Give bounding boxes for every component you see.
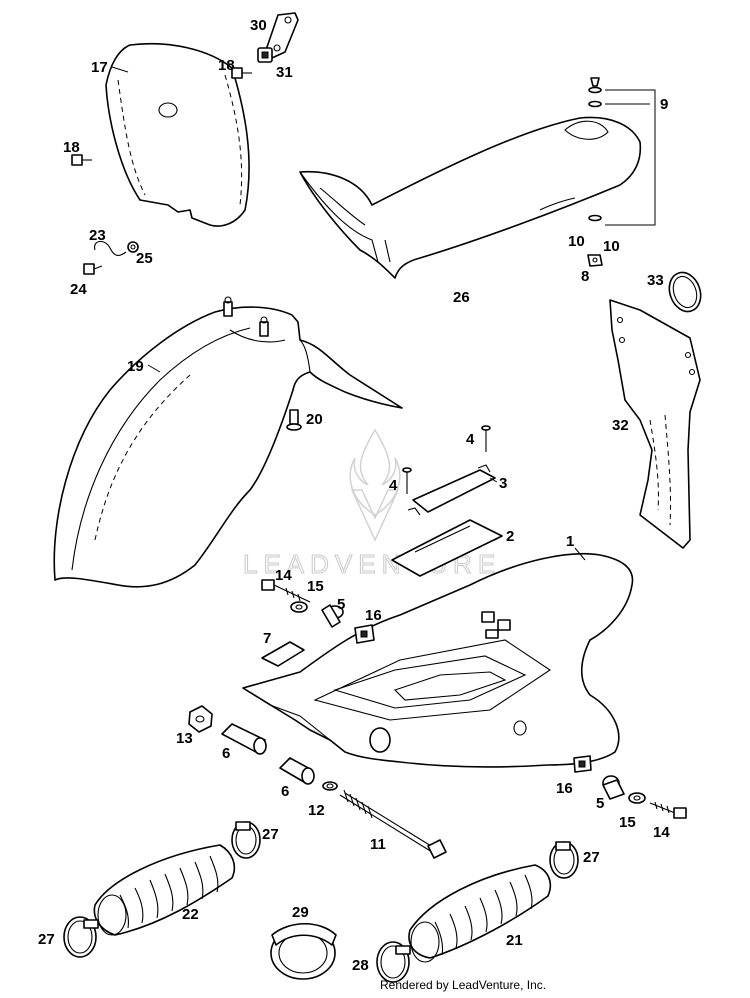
callout-14-upper: 14 [275,567,292,584]
part-4-screw-lower [402,467,412,494]
part-14-bolt-lower [649,801,687,819]
callout-15-upper: 15 [307,578,324,595]
part-18-screw-upper [231,67,252,79]
callout-33: 33 [647,272,664,289]
callout-19: 19 [127,358,144,375]
part-9-seat-hardware [588,77,602,222]
part-4-screw-upper [481,425,491,452]
part-19-front-fender [53,296,403,588]
callout-8: 8 [581,268,589,285]
callout-26: 26 [453,289,470,306]
callout-9: 9 [660,96,668,113]
callout-32: 32 [612,417,629,434]
callout-4-upper: 4 [466,431,475,448]
callout-21: 21 [506,932,523,949]
part-23-strap [94,240,127,257]
part-29-rubber-ring [270,923,337,980]
part-2-pad [391,519,503,577]
callout-27-lower-left: 27 [38,931,55,948]
callout-5-lower: 5 [596,795,604,812]
part-33-clamp [668,271,702,313]
callout-31: 31 [276,64,293,81]
part-27-clamp-lower-left [63,916,99,958]
part-13-nut [188,705,213,733]
part-6-spacer-lower [279,757,315,785]
watermark: LEADVENTURE [243,428,496,580]
callout-22: 22 [182,906,199,923]
part-8-seat-clip [587,254,603,267]
callout-6-upper: 6 [222,745,230,762]
callout-20: 20 [306,411,323,428]
callout-7: 7 [263,630,271,647]
part-31-clip-nut [257,47,273,63]
callout-11: 11 [370,836,386,853]
part-16-clip-upper [354,624,375,644]
part-17-number-plate [105,42,250,227]
part-1-rear-fender [242,552,634,768]
callout-27-upper-left: 27 [262,826,279,843]
callout-6-lower: 6 [281,783,289,800]
footer-credit: Rendered by LeadVenture, Inc. [380,978,547,992]
part-12-washer [322,781,338,791]
part-24-screw [83,263,103,275]
callout-18-left: 18 [63,139,80,156]
part-28-clamp [376,941,411,983]
callout-18-upper: 18 [218,57,235,74]
callout-14-lower: 14 [653,824,670,841]
callout-23: 23 [89,227,106,244]
part-21-boot-right [408,864,552,963]
callout-labels: 1 2 3 4 4 5 5 6 6 7 8 9 10 10 11 12 13 1… [38,17,670,974]
part-7-pad [261,641,305,667]
callout-1: 1 [566,533,574,550]
callout-16-lower: 16 [556,780,573,797]
part-27-clamp-upper-left [231,821,261,859]
callout-3: 3 [499,475,507,492]
part-3-cover-plate [407,464,496,516]
callout-15-lower: 15 [619,814,636,831]
callout-27-right: 27 [583,849,600,866]
callout-12: 12 [308,802,325,819]
callout-28: 28 [352,957,369,974]
callout-30: 30 [250,17,267,34]
watermark-flame-logo [349,428,401,542]
leader-9 [605,89,656,226]
part-20-screw [286,409,302,431]
part-5-bushing-lower [602,775,625,800]
part-11-axle-bolt [339,789,447,859]
part-5-bushing-upper [321,604,344,628]
callout-24: 24 [70,281,87,298]
callout-10-right: 10 [603,238,620,255]
part-15-washer-upper [290,601,308,613]
callout-29: 29 [292,904,309,921]
part-14-bolt-upper [261,579,311,603]
callout-10-left: 10 [568,233,585,250]
callout-2: 2 [506,528,514,545]
part-16-clip-lower [573,755,592,773]
part-6-spacer-upper [221,723,267,755]
part-22-boot-left [93,844,236,936]
part-18-screw-left [71,154,92,166]
part-26-seat [299,116,642,279]
callout-5-upper: 5 [337,596,345,613]
callout-4-lower: 4 [389,477,398,494]
callout-17: 17 [91,59,108,76]
leader-lines [111,66,586,561]
part-15-washer-lower [628,792,646,804]
callout-16-upper: 16 [365,607,382,624]
callout-13: 13 [176,730,193,747]
callout-25: 25 [136,250,153,267]
part-25-nut [127,241,139,253]
part-27-clamp-right [549,841,579,879]
part-32-mud-flap [609,299,701,549]
